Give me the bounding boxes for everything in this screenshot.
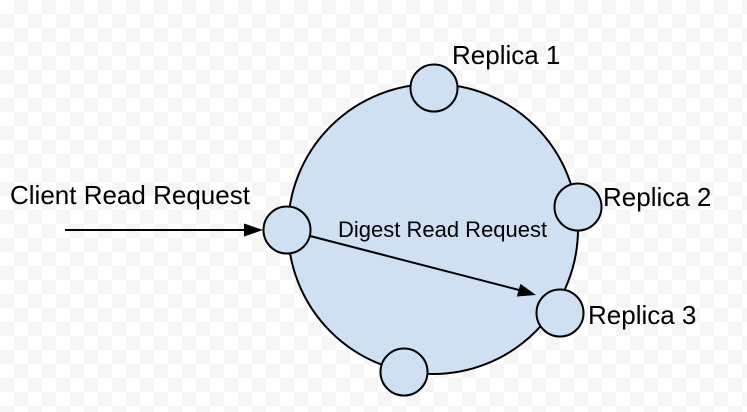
replica-3-node (535, 288, 585, 338)
replica-2-node (553, 182, 603, 232)
client-read-arrowhead-icon (244, 223, 263, 237)
replica-1-node (409, 63, 459, 113)
replica-3-label: Replica 3 (588, 300, 696, 330)
replica-1-label: Replica 1 (452, 40, 560, 70)
digest-read-request-label: Digest Read Request (338, 217, 547, 242)
replica-2-label: Replica 2 (603, 182, 711, 212)
coordinator-node (262, 205, 312, 255)
unlabeled-bottom-node (379, 347, 429, 397)
digest-read-arrow-line (309, 235, 524, 292)
digest-read-arrowhead-icon (516, 283, 536, 297)
client-read-request-label: Client Read Request (10, 180, 251, 210)
